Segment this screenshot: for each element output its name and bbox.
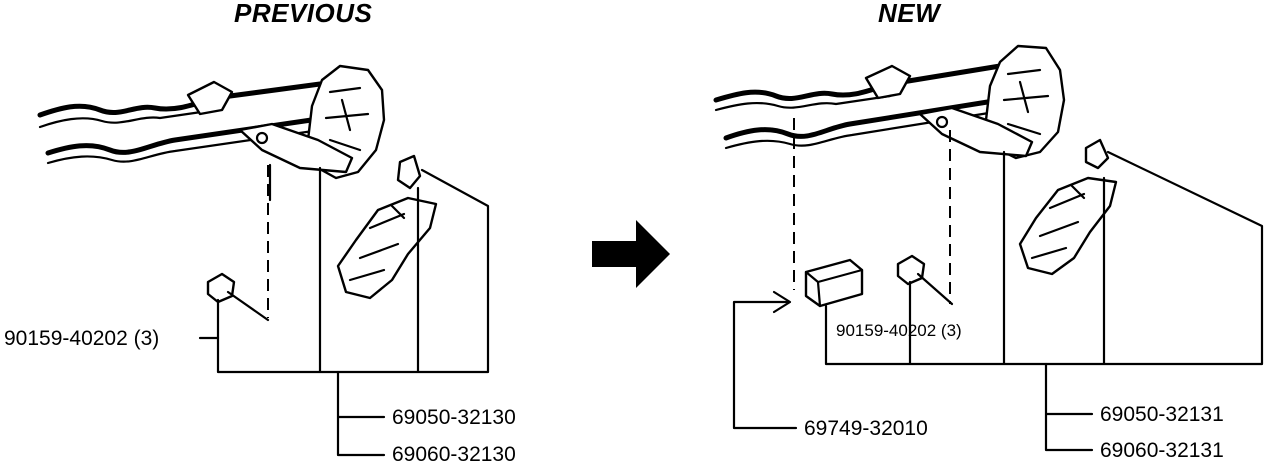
new-cable-upper [713, 63, 1003, 103]
new-latch-detail [1030, 184, 1086, 260]
previous-bolt-part-number: 90159-40202 (3) [4, 327, 160, 350]
right-arrow-icon [592, 220, 670, 288]
previous-cable-lower-inner [46, 128, 322, 165]
previous-cable-lower [45, 115, 328, 156]
new-bolt-shank [916, 272, 954, 306]
previous-small-latch [396, 154, 422, 190]
previous-cable-upper [37, 81, 323, 118]
previous-heading: PREVIOUS [234, 0, 373, 28]
previous-part-number-2: 69060-32130 [392, 443, 516, 466]
previous-cable-clip [186, 80, 234, 116]
new-module-part-number: 69749-32010 [804, 417, 928, 440]
new-small-latch [1084, 138, 1110, 170]
previous-part-number-1: 69050-32130 [392, 406, 516, 429]
previous-latch-detail [348, 204, 406, 282]
new-heading: NEW [878, 0, 941, 28]
previous-lever-plate [238, 122, 354, 174]
new-bolt-head [896, 254, 926, 286]
new-module-leader [732, 300, 798, 430]
new-bolt-part-number: 90159-40202 (3) [836, 321, 962, 340]
previous-bolt-shank [226, 290, 270, 322]
new-cable-lower-inner [724, 110, 997, 150]
new-part-number-1: 69050-32131 [1100, 403, 1224, 426]
previous-cable-upper-inner [38, 108, 217, 129]
new-cable-upper-inner [714, 94, 892, 112]
new-cable-lower [723, 97, 1003, 141]
new-lock-module [804, 258, 864, 308]
new-cable-clip [864, 64, 912, 100]
new-plate-hole [935, 115, 949, 129]
new-module-arrow [772, 290, 792, 314]
new-assembly [713, 44, 1264, 452]
previous-bolt-head [206, 272, 236, 304]
previous-leader-frame [216, 163, 490, 374]
previous-assembly [37, 64, 490, 457]
new-lock-detail [1002, 68, 1050, 136]
new-leader-frame [824, 150, 1264, 366]
new-lock-module-edge [804, 268, 864, 308]
new-lever-plate [918, 106, 1034, 158]
previous-plate-hole [255, 131, 269, 145]
new-part-leader [1044, 362, 1094, 452]
previous-part-leader [336, 370, 386, 457]
previous-lock-detail [324, 86, 370, 152]
new-part-number-2: 69060-32131 [1100, 439, 1224, 462]
